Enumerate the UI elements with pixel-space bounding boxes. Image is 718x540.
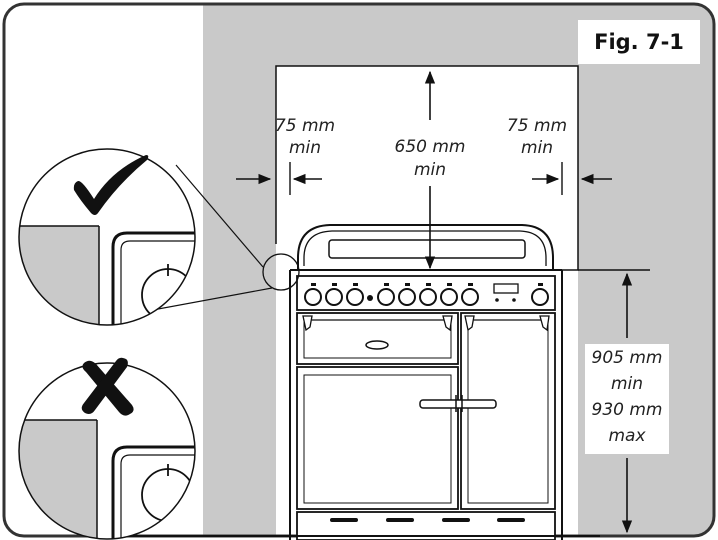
knob [419,288,437,306]
clock-display [493,283,519,302]
figure-title: Fig. 7-1 [594,30,684,54]
top-clearance-label: 650 mm min [388,132,472,182]
knob [531,288,549,306]
knob [377,288,395,306]
knob [304,288,322,306]
side-worktop-left [203,270,276,536]
left-clearance-label: 75 mm min [275,116,335,158]
top-clearance-qualifier: min [414,160,446,180]
right-clearance-qualifier: min [521,138,553,158]
top-clearance-value: 650 mm [395,137,466,157]
range-cooker [120,224,600,540]
right-clearance-label: 75 mm min [507,116,567,158]
height-max-qualifier: max [608,426,646,446]
detail-correct [18,148,196,326]
checkmark-icon [73,155,149,215]
cross-icon [81,357,134,416]
right-clearance-value: 75 mm [507,116,567,136]
worktop-height-label: 905 mm min 930 mm max [585,344,669,454]
oven-door-handle [419,399,497,409]
height-max-value: 930 mm [592,400,663,420]
knob [325,288,343,306]
brand-badge [365,340,389,350]
height-min-value: 905 mm [592,348,663,368]
knob [440,288,458,306]
control-knobs [304,288,549,306]
knob [461,288,479,306]
knob [398,288,416,306]
height-min-qualifier: min [611,374,643,394]
left-clearance-qualifier: min [289,138,321,158]
detail-incorrect [18,357,196,540]
knob [346,288,364,306]
detail-marker [262,253,300,291]
figure-title-box: Fig. 7-1 [578,20,700,64]
left-clearance-value: 75 mm [275,116,335,136]
